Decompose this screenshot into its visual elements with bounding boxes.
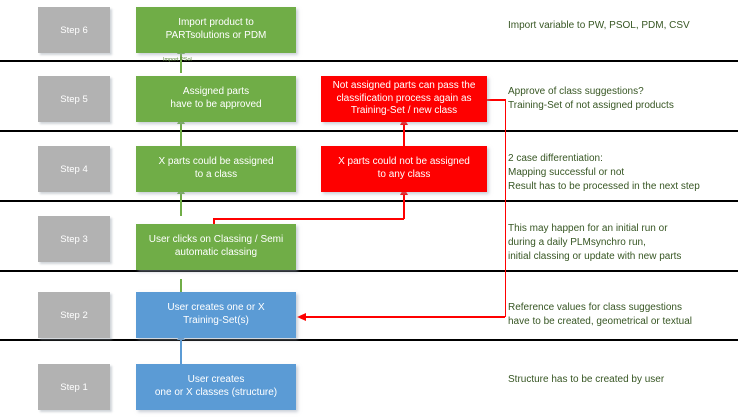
node-step1-primary[interactable]: User creates one or X classes (structure… [136, 364, 296, 410]
connector-step5-to-step6 [180, 53, 182, 73]
node-step2-primary[interactable]: User creates one or X Training-Set(s) [136, 292, 296, 338]
connector-step2-to-step3 [180, 279, 182, 292]
step-label-1: Step 1 [38, 364, 110, 410]
connector-reclass-long-vertical [504, 99, 506, 317]
node-step2-line-2: Training-Set(s) [183, 315, 249, 326]
connector-step3-up-segment [213, 218, 215, 226]
node-step5-primary[interactable]: Assigned parts have to be approved [136, 76, 296, 122]
note-step4: 2 case differentiation: Mapping successf… [508, 153, 700, 193]
node-step1-line-2: one or X classes (structure) [154, 387, 278, 398]
connector-reclass-to-step2-horizontal [305, 316, 505, 318]
node-step2-line-1: User creates one or X [167, 302, 265, 314]
note-step5: Approve of class suggestions? Training-S… [508, 86, 674, 112]
step-label-4: Step 4 [38, 146, 110, 192]
connector-step3-to-step4 [180, 194, 182, 216]
step-label-2: Step 2 [38, 292, 110, 338]
connector-notassigned-to-reclass [403, 125, 405, 150]
step-label-6-text: Step 6 [60, 24, 88, 36]
row-divider-1 [0, 60, 738, 62]
node-step6-line-2: PARTsolutions or PDM [165, 30, 267, 41]
node-step4-primary[interactable]: X parts could be assigned to a class [136, 146, 296, 192]
note-step1: Structure has to be created by user [508, 374, 665, 385]
node-step4-secondary-line-2: to any class [377, 169, 431, 180]
step-label-5-text: Step 5 [60, 93, 88, 105]
connector-reclass-right-stub [487, 99, 506, 101]
connector-step4-to-step5 [180, 124, 182, 146]
note-step2: Reference values for class suggestions h… [508, 302, 692, 328]
node-step3-line-1: User clicks on Classing / Semi [148, 234, 284, 246]
node-step4-secondary[interactable]: X parts could not be assigned to any cla… [321, 146, 487, 192]
node-step3-line-2: automatic classing [174, 247, 258, 258]
step-label-3: Step 3 [38, 216, 110, 262]
node-step5-line-1: Assigned parts [182, 86, 250, 98]
step-label-1-text: Step 1 [60, 381, 88, 393]
step-label-3-text: Step 3 [60, 233, 88, 245]
connector-label-import-psol: Import PSol [163, 57, 192, 63]
node-step5-line-2: have to be approved [170, 99, 262, 110]
row-divider-5 [0, 339, 738, 341]
row-divider-2 [0, 130, 738, 132]
node-step5-secondary-line-2: classification process again as [336, 92, 472, 104]
note-step6: Import variable to PW, PSOL, PDM, CSV [508, 20, 690, 31]
connector-step1-to-step2 [180, 339, 182, 364]
step-label-5: Step 5 [38, 76, 110, 122]
node-step4-line-1: X parts could be assigned [158, 156, 274, 168]
step-label-2-text: Step 2 [60, 309, 88, 321]
arrowhead-reclass-to-step2 [297, 313, 306, 321]
node-step1-line-1: User creates [187, 374, 245, 386]
node-step5-secondary-line-3: Training-Set / new class [350, 105, 458, 117]
step-label-6: Step 6 [38, 7, 110, 53]
node-step5-secondary-line-1: Not assigned parts can pass the [332, 79, 476, 91]
node-step4-line-2: to a class [194, 169, 238, 180]
node-step6-primary[interactable]: Import product to PARTsolutions or PDM [136, 7, 296, 53]
node-step6-line-1: Import product to [178, 17, 254, 29]
row-divider-4 [0, 270, 738, 272]
step-label-4-text: Step 4 [60, 163, 88, 175]
note-step3: This may happen for an initial run or du… [508, 223, 682, 263]
node-step3-primary[interactable]: User clicks on Classing / Semi automatic… [136, 224, 296, 270]
row-divider-3 [0, 200, 738, 202]
connector-step3-right-segment [213, 218, 404, 220]
node-step5-secondary[interactable]: Not assigned parts can pass the classifi… [321, 76, 487, 122]
connector-to-notassigned-vertical [403, 195, 405, 219]
node-step4-secondary-line-1: X parts could not be assigned [338, 156, 470, 168]
